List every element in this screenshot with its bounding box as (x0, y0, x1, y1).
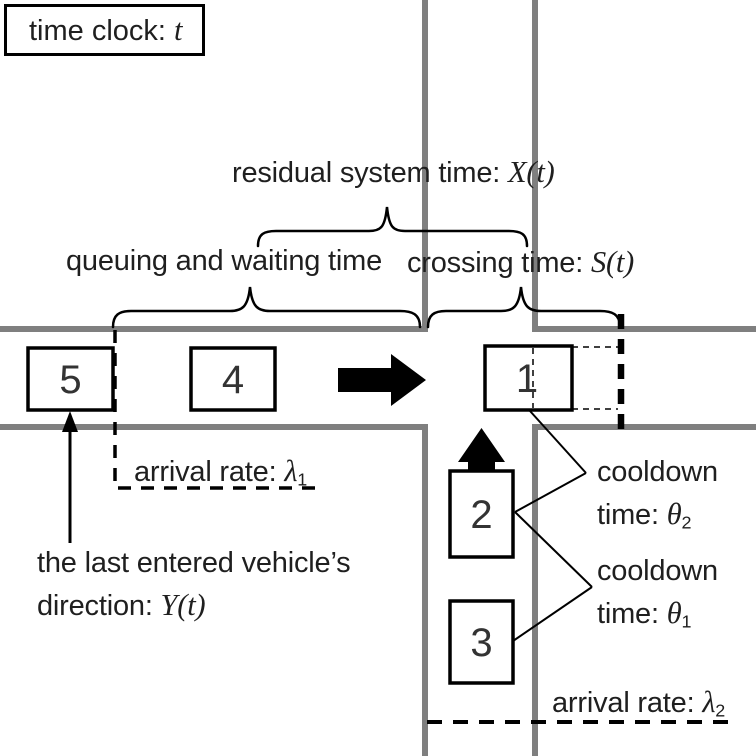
last-vehicle-pointer-arrow-icon (62, 411, 78, 543)
last-vehicle-direction-label: the last entered vehicle’s direction: Y(… (37, 543, 351, 627)
vehicle-3-label: 3 (470, 621, 492, 665)
residual-system-time-label: residual system time: X(t) (232, 155, 555, 189)
arrival-boundary-lambda1-dashed (113, 330, 318, 490)
cooldown-theta2-label: cooldown time: θ2 (597, 452, 718, 536)
connector-vehicle3-theta1 (512, 586, 593, 642)
vehicle-1-label: 1 (516, 357, 538, 401)
cooldown-theta2-line2: time: θ2 (597, 497, 692, 533)
connector-vehicle2-theta2 (514, 472, 587, 513)
vehicle-4-box (189, 346, 277, 412)
crossing-time-label: crossing time: S(t) (407, 245, 635, 279)
braces (111, 206, 622, 329)
last-vehicle-direction-line2: direction: Y(t) (37, 588, 206, 623)
cooldown-theta1-line2: time: θ1 (597, 596, 692, 632)
vehicle-1-box (483, 344, 574, 412)
connector-vehicle1-theta2 (529, 410, 587, 474)
arrival-rate-lambda1-label: arrival rate: λ1 (134, 454, 308, 490)
dashed-markers (113, 314, 733, 724)
flow-right-arrow-icon (338, 354, 426, 406)
brace-residual-system-time (256, 206, 529, 248)
brace-crossing-time (426, 286, 622, 329)
last-vehicle-direction-line1: the last entered vehicle’s (37, 547, 351, 579)
vehicle-2-label: 2 (470, 493, 492, 537)
time-clock-box: time clock: t (4, 4, 205, 56)
cooldown-connectors (512, 410, 593, 642)
vehicle-5-label: 5 (59, 358, 81, 402)
vehicle-3-box (448, 599, 515, 685)
cooldown-theta2-line1: cooldown (597, 456, 718, 488)
brace-queuing-waiting-time (111, 286, 422, 329)
connector-vehicle2-theta1 (514, 511, 593, 588)
vehicle-4-label: 4 (222, 358, 244, 402)
arrival-rate-lambda2-label: arrival rate: λ2 (552, 685, 726, 721)
queuing-waiting-time-label: queuing and waiting time (66, 245, 383, 277)
cooldown-theta1-line1: cooldown (597, 555, 718, 587)
vehicles: 5 4 1 2 3 (26, 344, 574, 685)
flow-up-arrow-icon (458, 428, 505, 472)
vehicle-5-box (26, 346, 115, 412)
cooldown-theta1-label: cooldown time: θ1 (597, 551, 718, 635)
time-clock-label: time clock: t (29, 12, 183, 47)
